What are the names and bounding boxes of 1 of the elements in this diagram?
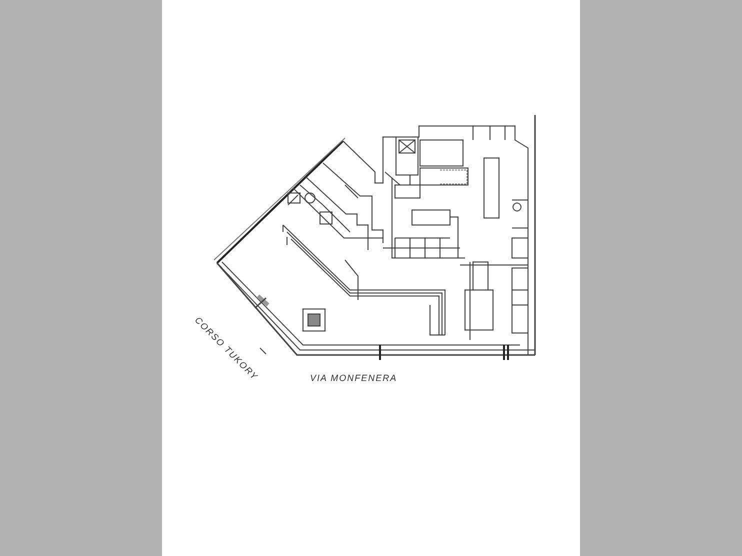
- street-name-label: VIA MONFENERA: [310, 373, 398, 383]
